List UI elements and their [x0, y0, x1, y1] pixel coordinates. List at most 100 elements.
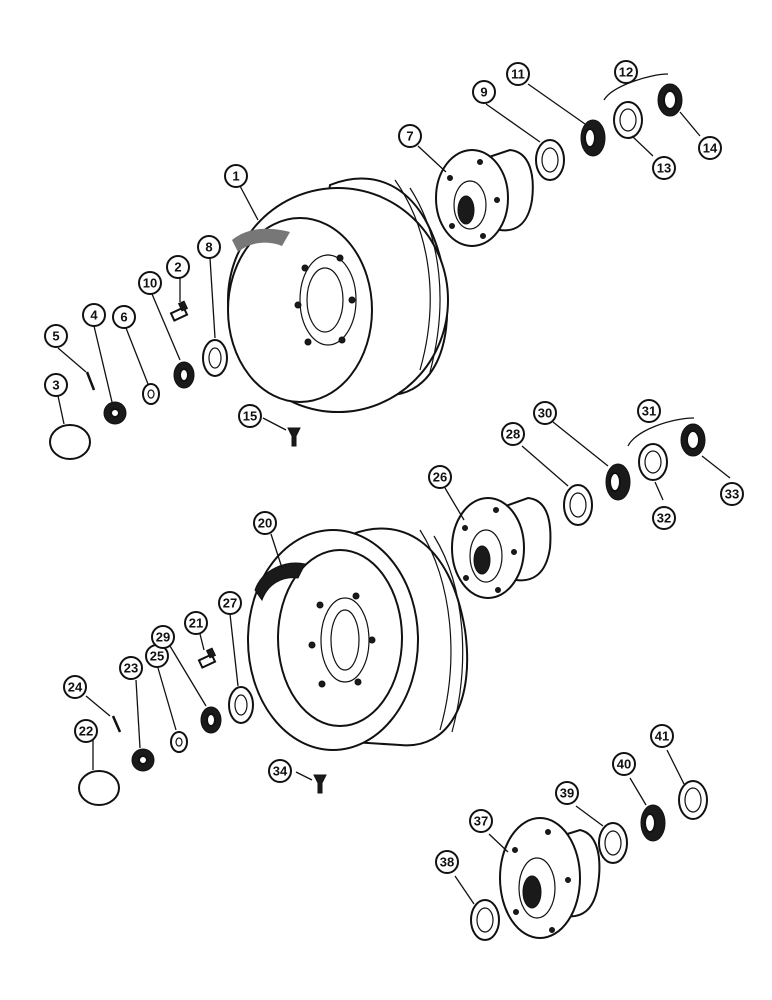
lower-seal-33 — [680, 423, 706, 457]
callout-28: 28 — [501, 422, 525, 446]
callout-12: 12 — [614, 60, 638, 84]
callout-label: 21 — [189, 616, 203, 631]
callout-label: 28 — [506, 427, 520, 442]
callout-34: 34 — [268, 759, 292, 783]
lower-hub-26 — [451, 496, 552, 599]
callout-label: 23 — [124, 661, 138, 676]
callout-label: 7 — [406, 129, 413, 144]
callout-27: 27 — [218, 591, 242, 615]
lower-bearing-cup-28 — [563, 484, 593, 526]
upper-cap-3 — [49, 424, 91, 460]
callout-label: 11 — [511, 67, 525, 82]
upper-bolt-2 — [169, 300, 189, 322]
callout-14: 14 — [698, 136, 722, 160]
lower-cotter-pin-24 — [111, 715, 122, 733]
lower-bolt-21 — [197, 647, 217, 669]
lower-wheel-rim — [247, 527, 469, 751]
callout-29: 29 — [151, 625, 175, 649]
callout-7: 7 — [398, 124, 422, 148]
callout-label: 20 — [258, 516, 272, 531]
leader-lines — [57, 73, 731, 905]
lower-bearing-cone-29 — [200, 706, 222, 734]
callout-label: 13 — [657, 161, 671, 176]
upper-wheel-rim — [227, 177, 449, 413]
callout-13: 13 — [652, 156, 676, 180]
callout-label: 24 — [68, 680, 83, 695]
lower-bearing-cup-27 — [228, 686, 254, 724]
callout-label: 15 — [243, 409, 257, 424]
callout-label: 38 — [440, 855, 454, 870]
callout-label: 3 — [52, 378, 59, 393]
lower-castle-nut-23 — [131, 748, 155, 772]
callout-40: 40 — [612, 752, 636, 776]
callout-label: 6 — [120, 310, 127, 325]
callout-11: 11 — [506, 62, 530, 86]
upper-washer-6 — [142, 383, 160, 405]
callout-label: 8 — [205, 240, 212, 255]
bottom-bearing-cup-39 — [598, 822, 628, 864]
callout-label: 34 — [273, 764, 288, 779]
callout-label: 25 — [150, 649, 164, 664]
lower-bearing-cone-30 — [605, 463, 631, 501]
upper-cotter-pin-5 — [85, 371, 96, 391]
callout-label: 33 — [725, 487, 739, 502]
callout-41: 41 — [650, 724, 674, 748]
upper-bearing-cup-9 — [535, 139, 565, 181]
callout-6: 6 — [112, 305, 136, 329]
callout-label: 1 — [232, 169, 239, 184]
callout-label: 12 — [619, 65, 633, 80]
callout-label: 41 — [655, 729, 669, 744]
callout-label: 30 — [538, 406, 552, 421]
upper-bearing-cone-11 — [580, 119, 606, 157]
lower-valve-stem-34 — [313, 774, 327, 794]
callout-3: 3 — [44, 373, 68, 397]
callout-10: 10 — [138, 271, 162, 295]
callout-label: 14 — [703, 141, 718, 156]
upper-bearing-cone-10 — [173, 361, 195, 389]
callout-21: 21 — [184, 611, 208, 635]
upper-valve-stem-15 — [287, 427, 301, 447]
callout-label: 10 — [143, 276, 157, 291]
upper-seal-13 — [613, 101, 643, 139]
callout-label: 37 — [474, 814, 488, 829]
callout-22: 22 — [74, 719, 98, 743]
bottom-bearing-cone-40 — [640, 804, 666, 842]
callout-label: 29 — [156, 630, 170, 645]
callout-label: 2 — [174, 260, 181, 275]
callout-label: 26 — [433, 470, 447, 485]
callout-label: 32 — [657, 511, 671, 526]
callout-label: 5 — [52, 329, 59, 344]
upper-hub-7 — [435, 148, 534, 247]
upper-seal-14 — [657, 83, 683, 117]
callout-24: 24 — [63, 675, 87, 699]
callout-8: 8 — [197, 235, 221, 259]
callout-label: 22 — [79, 724, 93, 739]
callout-label: 39 — [560, 786, 574, 801]
callout-39: 39 — [555, 781, 579, 805]
callout-31: 31 — [637, 399, 661, 423]
callout-5: 5 — [44, 324, 68, 348]
callout-label: 4 — [90, 308, 98, 323]
callout-37: 37 — [469, 809, 493, 833]
bottom-seal-41 — [678, 780, 708, 820]
bottom-hub-37 — [499, 817, 601, 939]
callout-26: 26 — [428, 465, 452, 489]
upper-bearing-cup-8 — [202, 339, 228, 377]
callout-33: 33 — [720, 482, 744, 506]
upper-castle-nut-4 — [103, 401, 127, 425]
callout-38: 38 — [435, 850, 459, 874]
callout-label: 27 — [223, 596, 237, 611]
callout-23: 23 — [119, 656, 143, 680]
callout-1: 1 — [224, 164, 248, 188]
callout-30: 30 — [533, 401, 557, 425]
callout-label: 40 — [617, 757, 631, 772]
callout-4: 4 — [82, 303, 106, 327]
lower-seal-32 — [638, 443, 668, 481]
lower-washer-25 — [170, 731, 188, 753]
lower-cap-22 — [78, 770, 120, 806]
callout-32: 32 — [652, 506, 676, 530]
callout-label: 31 — [642, 404, 656, 419]
callout-2: 2 — [166, 255, 190, 279]
callout-9: 9 — [472, 80, 496, 104]
callout-label: 9 — [480, 85, 487, 100]
